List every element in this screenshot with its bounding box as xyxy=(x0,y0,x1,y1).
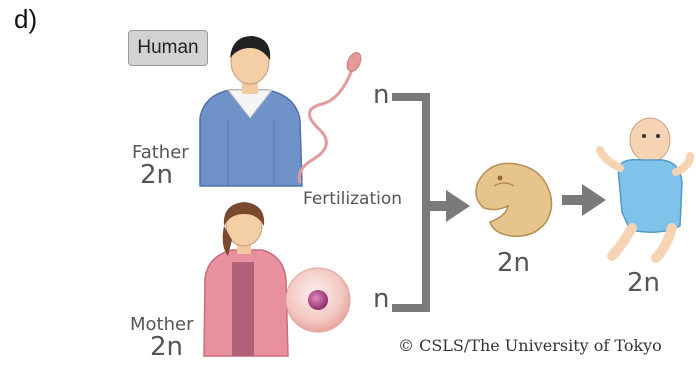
fertilization-bracket xyxy=(392,97,470,308)
baby-figure xyxy=(600,118,690,258)
embryo-icon xyxy=(476,163,552,236)
sperm-icon xyxy=(299,50,363,182)
mother-figure xyxy=(204,202,288,356)
father-figure xyxy=(200,36,302,186)
egg-icon xyxy=(286,268,350,332)
development-arrow xyxy=(562,184,606,216)
